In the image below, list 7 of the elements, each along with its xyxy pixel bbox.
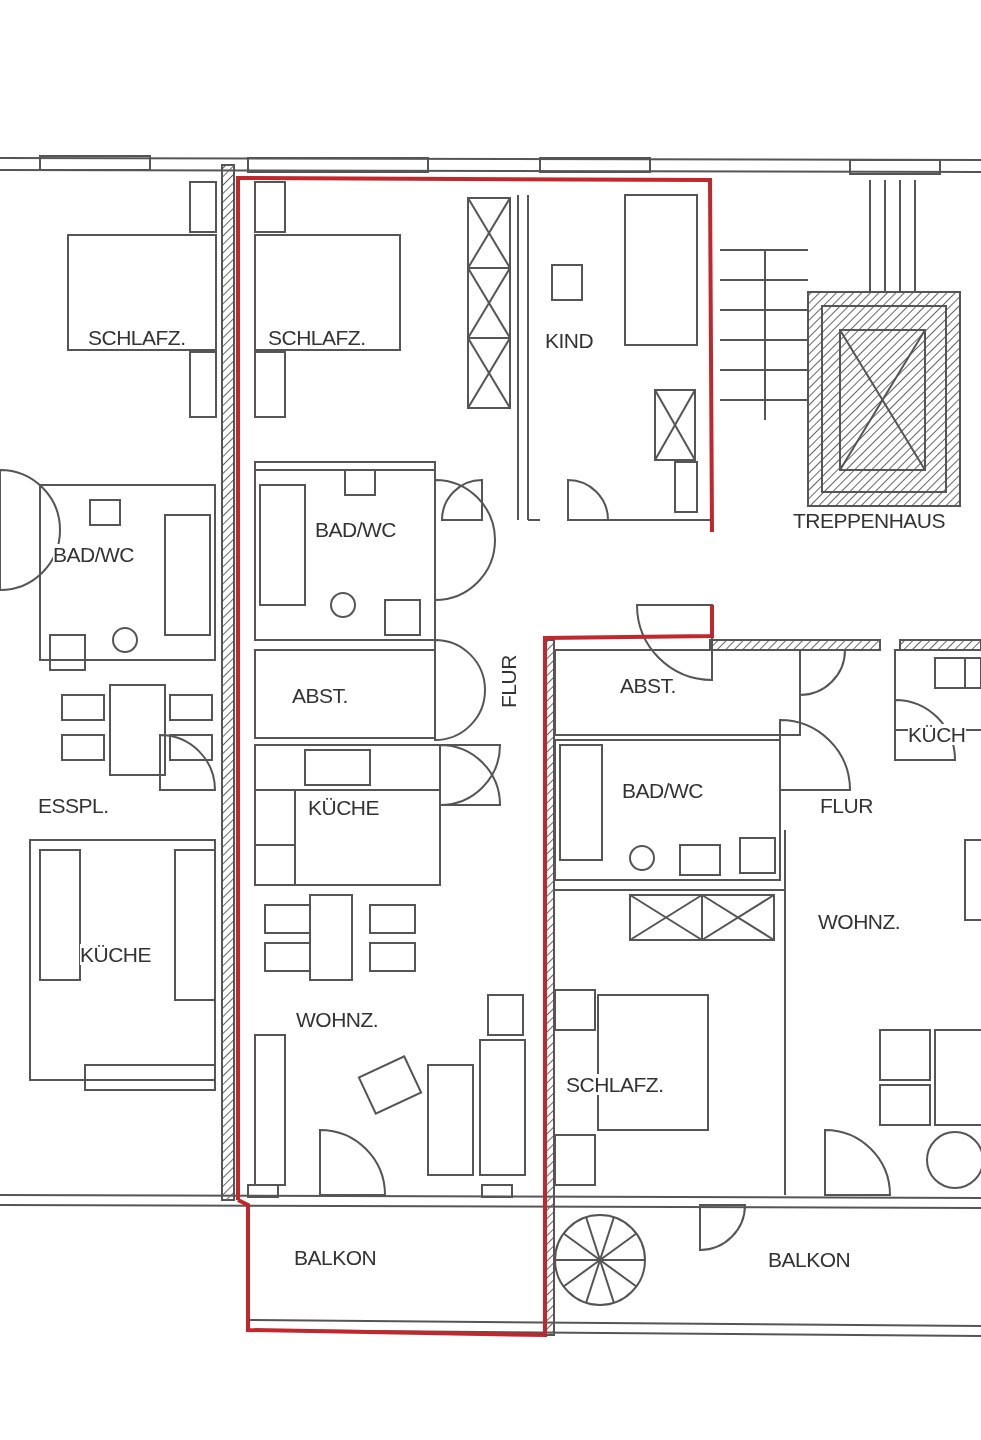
room-label: BAD/WC <box>622 780 703 801</box>
room-label: BAD/WC <box>315 519 396 540</box>
room-label: KÜCH <box>908 724 966 745</box>
room-label: KÜCHE <box>80 944 151 965</box>
room-label: BAD/WC <box>53 544 134 565</box>
room-label: KÜCHE <box>308 797 379 818</box>
room-label: SCHLAFZ. <box>566 1074 664 1095</box>
